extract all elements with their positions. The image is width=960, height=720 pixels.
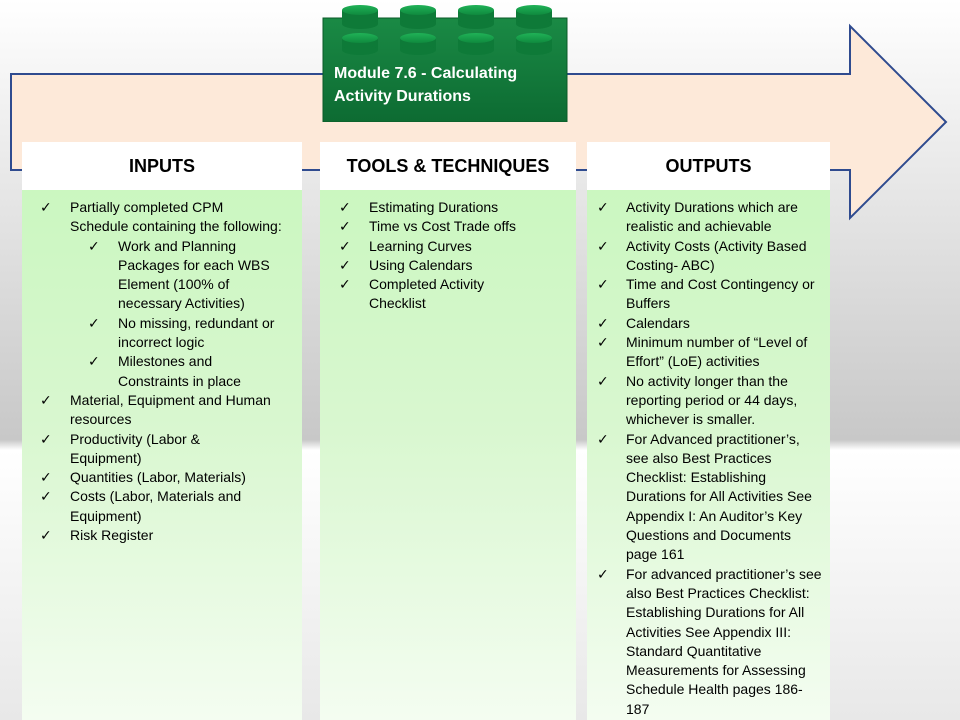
list-item: ✓ Time vs Cost Trade offs — [320, 217, 559, 236]
check-icon: ✓ — [40, 527, 52, 544]
check-icon: ✓ — [40, 469, 52, 486]
list-item: ✓ Activity Durations which are realistic… — [597, 199, 798, 235]
check-icon: ✓ — [597, 565, 609, 582]
check-icon: ✓ — [597, 237, 609, 254]
check-icon: ✓ — [40, 488, 52, 505]
list-item: ✓ For Advanced practitioner’s, see also … — [597, 430, 812, 563]
list-item: ✓ Quantities (Labor, Materials) — [22, 468, 302, 487]
inputs-header: INPUTS — [22, 142, 302, 190]
check-icon: ✓ — [597, 372, 609, 389]
outputs-header: OUTPUTS — [587, 142, 830, 190]
outputs-list: ✓ Activity Durations which are realistic… — [587, 198, 830, 719]
list-item: ✓ Learning Curves — [320, 237, 559, 256]
check-icon: ✓ — [88, 314, 100, 331]
list-item: ✓ Estimating Durations — [320, 198, 559, 217]
list-item: ✓ Calendars — [587, 314, 824, 333]
list-item: ✓ Using Calendars — [320, 256, 559, 275]
outputs-column: OUTPUTS ✓ Activity Durations which are r… — [587, 142, 830, 720]
module-title-line-1: Module 7.6 - Calculating — [334, 65, 518, 82]
module-title-line-2: Activity Durations — [334, 88, 471, 105]
list-item: ✓ Productivity (Labor & Equipment) — [40, 430, 200, 466]
check-icon: ✓ — [597, 199, 609, 215]
check-icon: ✓ — [597, 334, 609, 351]
check-icon: ✓ — [339, 256, 351, 273]
list-item: ✓ Completed Activity Checklist — [339, 276, 485, 312]
check-icon: ✓ — [339, 199, 351, 215]
list-item: ✓ Partially completed CPM Schedule conta… — [40, 199, 282, 235]
list-item-sub: ✓ Work and Planning Packages for each WB… — [88, 237, 270, 312]
list-item: ✓ Time and Cost Contingency or Buffers — [597, 276, 815, 312]
list-item: ✓ Risk Register — [22, 526, 302, 545]
list-item: ✓ No activity longer than the reporting … — [597, 372, 798, 428]
list-item: ✓ Activity Costs (Activity Based Costing… — [597, 237, 807, 273]
list-item: ✓ Material, Equipment and Human resource… — [40, 391, 271, 428]
brick-studs — [342, 5, 552, 55]
list-item-sub: ✓ No missing, redundant or incorrect log… — [88, 314, 275, 351]
check-icon: ✓ — [88, 353, 100, 370]
check-icon: ✓ — [339, 237, 351, 254]
check-icon: ✓ — [40, 391, 52, 408]
check-icon: ✓ — [88, 237, 100, 254]
check-icon: ✓ — [597, 276, 609, 293]
module-title: Module 7.6 - Calculating Activity Durati… — [334, 62, 564, 108]
tools-column: TOOLS & TECHNIQUES ✓ Estimating Duration… — [320, 142, 576, 720]
check-icon: ✓ — [339, 218, 351, 235]
list-item: ✓ Minimum number of “Level of Effort” (L… — [597, 334, 808, 370]
inputs-list: ✓ Partially completed CPM Schedule conta… — [22, 198, 302, 545]
list-item: ✓ For advanced practitioner’s see also B… — [597, 565, 822, 717]
check-icon: ✓ — [597, 430, 609, 447]
check-icon: ✓ — [40, 199, 52, 215]
check-icon: ✓ — [40, 430, 52, 447]
tools-list: ✓ Estimating Durations ✓ Time vs Cost Tr… — [320, 198, 576, 314]
list-item: ✓ Costs (Labor, Materials and Equipment) — [40, 488, 242, 524]
inputs-column: INPUTS ✓ Partially completed CPM Schedul… — [22, 142, 302, 720]
tools-header: TOOLS & TECHNIQUES — [320, 142, 576, 190]
module-brick — [322, 5, 568, 122]
check-icon: ✓ — [597, 314, 609, 331]
list-item-sub: ✓ Milestones and Constraints in place — [88, 353, 241, 389]
check-icon: ✓ — [339, 276, 351, 293]
